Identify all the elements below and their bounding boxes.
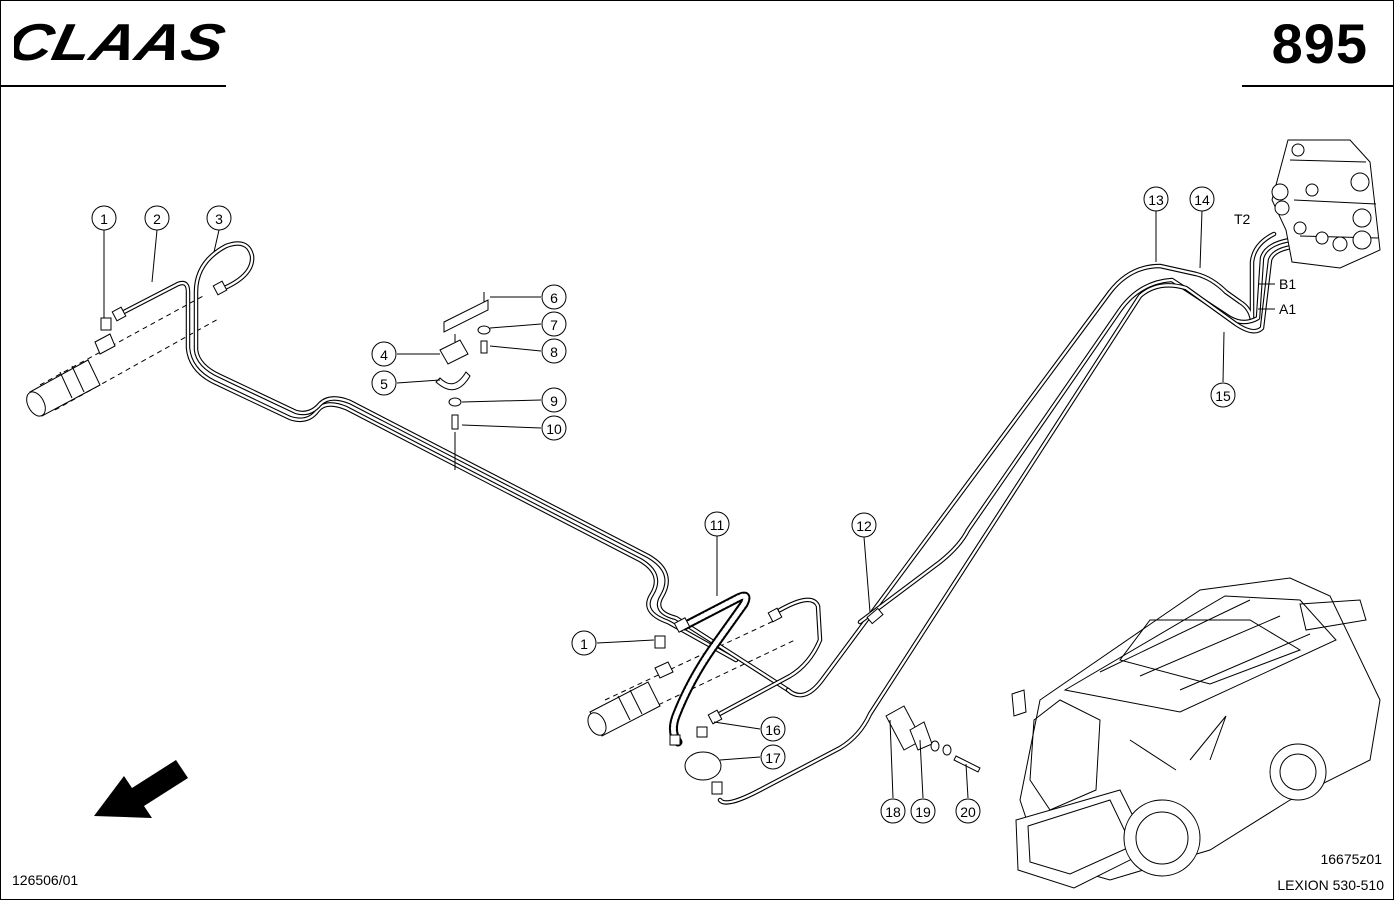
- callout-1: 1: [91, 205, 117, 231]
- callout-circle: [541, 387, 567, 413]
- callout-1: 1: [571, 630, 597, 656]
- callout-circle: [541, 284, 567, 310]
- callout-number: 15: [1215, 388, 1231, 404]
- callout-number: 2: [153, 211, 161, 227]
- callout-circle: [371, 370, 397, 396]
- callout-circle: [955, 798, 981, 824]
- callout-number: 1: [580, 636, 588, 652]
- callout-9: 9: [541, 387, 567, 413]
- combine-harvester-overview: [1011, 577, 1381, 889]
- callout-17: 17: [760, 744, 786, 770]
- direction-arrow: [94, 760, 188, 818]
- callout-2: 2: [144, 205, 170, 231]
- callout-circle: [851, 512, 877, 538]
- callout-14: 14: [1189, 186, 1215, 212]
- header-rule-right: [1242, 85, 1394, 87]
- callout-circle: [571, 630, 597, 656]
- callout-10: 10: [541, 415, 567, 441]
- callout-number: 3: [215, 211, 223, 227]
- callout-7: 7: [541, 311, 567, 337]
- callout-number: 16: [765, 722, 781, 738]
- left-cylinder: [26, 294, 221, 417]
- valve-pipes: [709, 231, 1303, 805]
- callout-circle: [541, 338, 567, 364]
- main-pipe-run: [117, 241, 791, 693]
- callout-11: 11: [704, 511, 730, 537]
- callout-circle: [206, 205, 232, 231]
- callout-19: 19: [910, 798, 936, 824]
- claas-logo-text: CLAAS: [14, 14, 230, 66]
- callout-number: 14: [1194, 192, 1210, 208]
- callout-3: 3: [206, 205, 232, 231]
- callout-20: 20: [955, 798, 981, 824]
- callout-number: 6: [550, 290, 558, 306]
- port-label-a1: A1: [1279, 301, 1296, 317]
- callout-circle: [371, 341, 397, 367]
- callout-number: 17: [765, 750, 781, 766]
- callout-circle: [1189, 186, 1215, 212]
- callout-number: 19: [915, 804, 931, 820]
- callout-number: 10: [546, 421, 562, 437]
- document-reference: 126506/01: [12, 872, 79, 888]
- callout-circle: [91, 205, 117, 231]
- callout-circle: [910, 798, 936, 824]
- callout-16: 16: [760, 716, 786, 742]
- port-label-t2: T2: [1234, 211, 1251, 227]
- hose-11: [668, 591, 751, 747]
- callout-circle: [541, 311, 567, 337]
- callout-number: 9: [550, 393, 558, 409]
- sheet-number: 895: [1271, 12, 1368, 75]
- clamp-assembly: [435, 292, 491, 470]
- callout-number: 20: [960, 804, 976, 820]
- fittings: [100, 280, 981, 795]
- callout-number: 1: [100, 211, 108, 227]
- leader-lines: [103, 210, 1275, 799]
- callout-circle: [1143, 186, 1169, 212]
- callout-circle: [704, 511, 730, 537]
- callout-number: 8: [550, 344, 558, 360]
- drawing-reference: 16675z01: [1320, 851, 1382, 867]
- callout-number: 11: [710, 517, 725, 533]
- callout-number: 5: [380, 376, 388, 392]
- callout-15: 15: [1210, 382, 1236, 408]
- callout-number: 12: [856, 518, 872, 534]
- callout-circle: [880, 798, 906, 824]
- callout-number: 7: [550, 317, 558, 333]
- valve-block: [1271, 139, 1381, 269]
- callout-18: 18: [880, 798, 906, 824]
- callout-number: 13: [1148, 192, 1164, 208]
- header-rule-left: [0, 85, 226, 87]
- callout-circle: [760, 744, 786, 770]
- callout-circle: [541, 415, 567, 441]
- callout-circle: [760, 716, 786, 742]
- callout-number: 4: [380, 347, 388, 363]
- port-label-b1: B1: [1279, 276, 1296, 292]
- right-cylinder: [587, 617, 796, 737]
- callout-12: 12: [851, 512, 877, 538]
- callout-8: 8: [541, 338, 567, 364]
- callout-circle: [1210, 382, 1236, 408]
- model-designation: LEXION 530-510: [1277, 877, 1384, 893]
- callout-6: 6: [541, 284, 567, 310]
- callout-5: 5: [371, 370, 397, 396]
- claas-logo: CLAAS: [14, 14, 230, 66]
- callout-4: 4: [371, 341, 397, 367]
- callout-number: 18: [885, 804, 901, 820]
- callout-13: 13: [1143, 186, 1169, 212]
- callout-circle: [144, 205, 170, 231]
